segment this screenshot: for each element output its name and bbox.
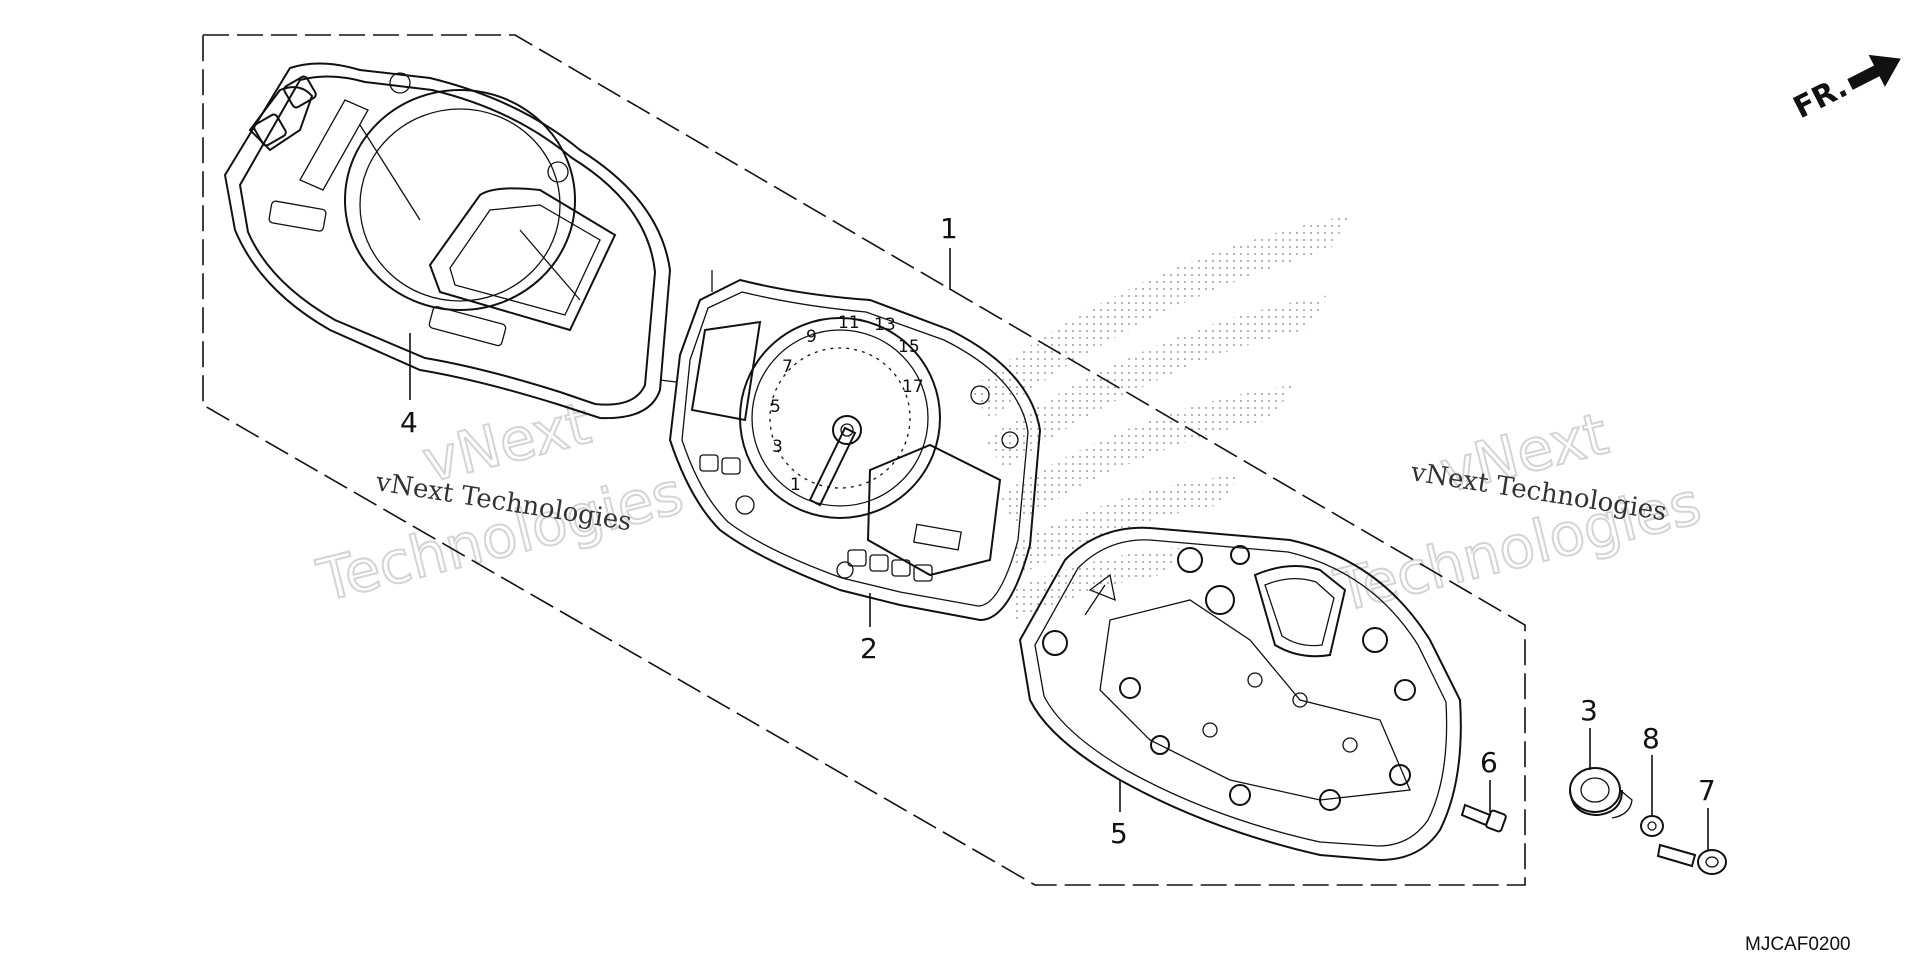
svg-text:11: 11 — [838, 313, 860, 333]
svg-text:Technologies: Technologies — [311, 459, 690, 615]
svg-text:5: 5 — [770, 397, 781, 417]
callout-4: 4 — [400, 406, 418, 439]
grommet — [1569, 767, 1633, 819]
callout-3: 3 — [1580, 694, 1598, 727]
meter-unit: 1 3 5 7 9 11 13 15 17 — [659, 270, 1042, 622]
callout-8: 8 — [1642, 722, 1660, 755]
washer — [1640, 815, 1664, 837]
svg-text:13: 13 — [874, 315, 896, 335]
svg-text:15: 15 — [898, 337, 920, 357]
svg-text:9: 9 — [806, 327, 817, 347]
svg-text:1: 1 — [790, 475, 801, 495]
callout-1: 1 — [940, 212, 958, 245]
assembly-boundary — [202, 34, 1526, 886]
svg-text:3: 3 — [772, 437, 783, 457]
svg-text:17: 17 — [902, 377, 924, 397]
svg-text:7: 7 — [782, 357, 793, 377]
screw — [1460, 803, 1507, 833]
drawing-code: MJCAF0200 — [1745, 934, 1851, 955]
wing-watermark — [970, 215, 1350, 620]
meter-lower-case — [1018, 526, 1462, 862]
meter-visor-upper-case — [223, 62, 672, 420]
bolt — [1656, 843, 1727, 875]
callout-7: 7 — [1698, 774, 1716, 807]
front-arrow-icon: FR. — [1788, 54, 1901, 126]
callout-6: 6 — [1480, 746, 1498, 779]
callout-2: 2 — [860, 632, 878, 665]
leader-lines — [409, 248, 1709, 850]
svg-text:FR.: FR. — [1788, 70, 1853, 126]
callout-5: 5 — [1110, 817, 1128, 850]
tachometer-numbers: 1 3 5 7 9 11 13 15 17 — [770, 313, 924, 495]
